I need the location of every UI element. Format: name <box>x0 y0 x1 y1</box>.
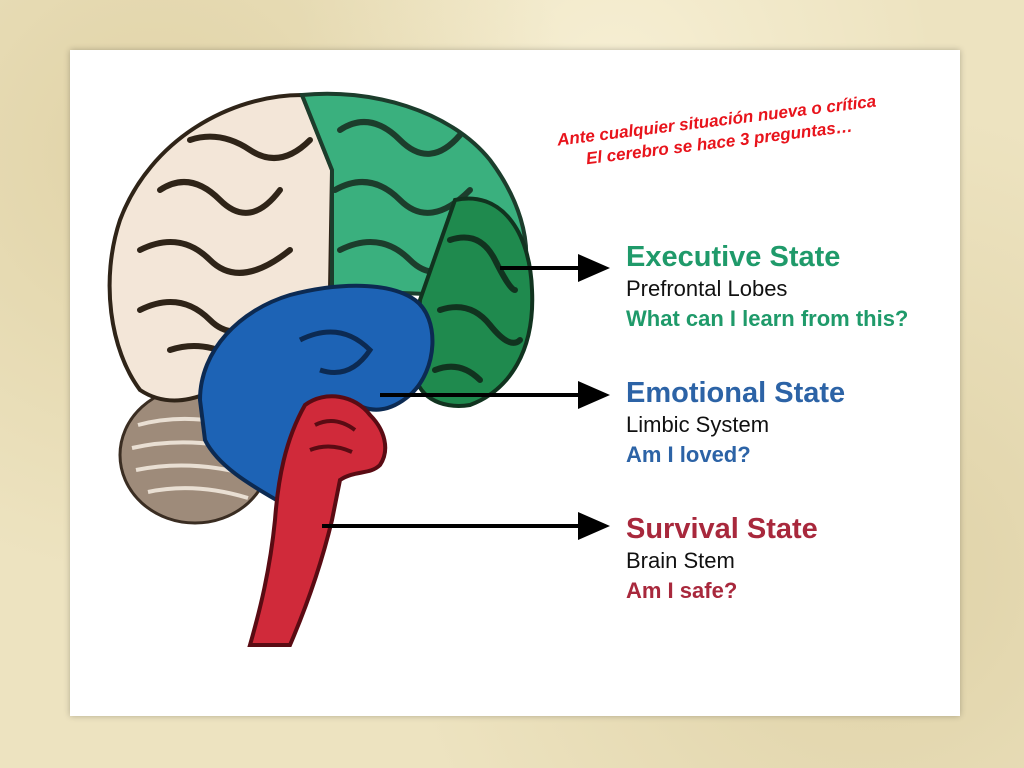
slide: Ante cualquier situación nueva o crítica… <box>70 50 960 716</box>
survival-state: Survival State Brain Stem Am I safe? <box>626 512 818 606</box>
arrow-emotional <box>380 381 610 409</box>
survival-state-region: Brain Stem <box>626 548 735 573</box>
executive-state: Executive State Prefrontal Lobes What ca… <box>626 240 908 334</box>
emotional-state-question: Am I loved? <box>626 442 751 467</box>
emotional-state-region: Limbic System <box>626 412 770 437</box>
executive-state-question: What can I learn from this? <box>626 306 909 331</box>
arrow-survival <box>322 512 610 540</box>
survival-state-question: Am I safe? <box>626 578 738 603</box>
arrow-executive <box>500 254 610 282</box>
survival-state-title: Survival State <box>626 513 818 545</box>
executive-state-title: Executive State <box>626 241 841 273</box>
executive-state-region: Prefrontal Lobes <box>626 276 788 301</box>
emotional-state-title: Emotional State <box>626 377 846 409</box>
prefrontal-lobes <box>412 196 535 408</box>
emotional-state: Emotional State Limbic System Am I loved… <box>626 376 845 470</box>
brain-stem <box>247 394 388 647</box>
brain-illustration <box>107 91 610 647</box>
